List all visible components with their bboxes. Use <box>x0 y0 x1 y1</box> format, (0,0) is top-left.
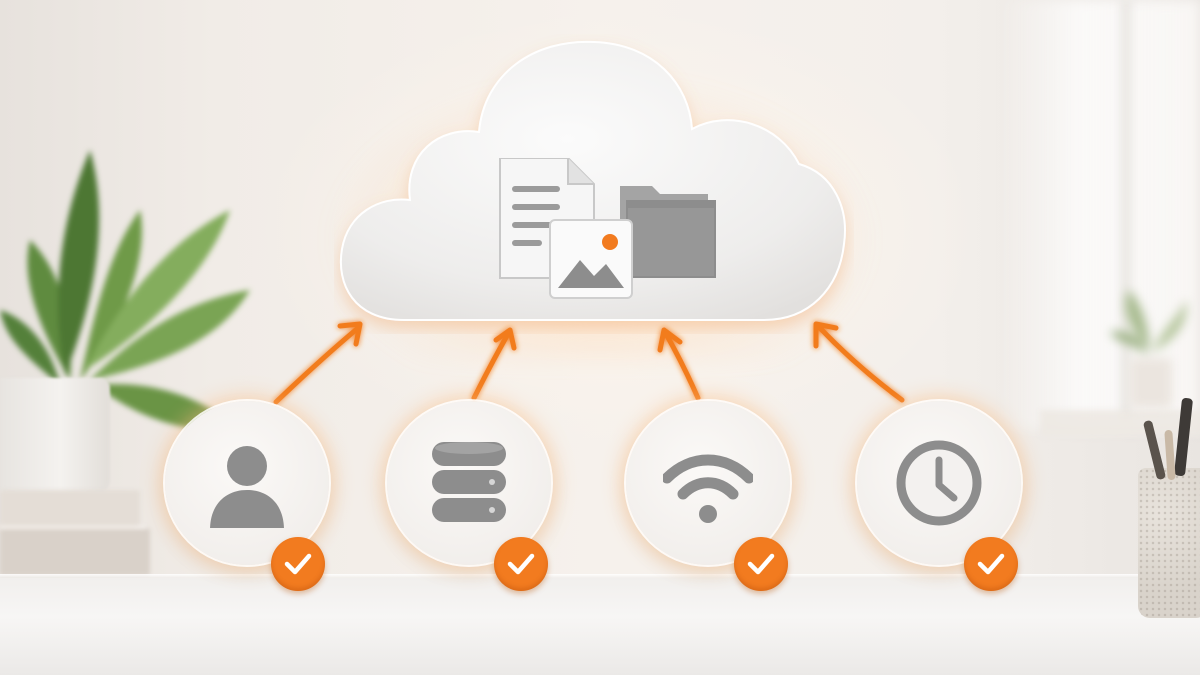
check-icon <box>977 553 1005 575</box>
background-books <box>0 490 150 576</box>
check-icon <box>747 553 775 575</box>
check-icon <box>507 553 535 575</box>
background-shelf <box>1040 410 1200 436</box>
wifi-icon <box>663 454 753 523</box>
plant-pot <box>0 378 110 494</box>
table-edge <box>0 574 1200 580</box>
check-icon <box>284 553 312 575</box>
check-badge-database <box>494 537 548 591</box>
cloud-storage-icon <box>340 40 846 321</box>
database-icon <box>432 442 506 522</box>
clock-icon <box>896 440 982 526</box>
background-plant <box>0 150 250 431</box>
user-icon <box>210 446 284 528</box>
check-badge-user <box>271 537 325 591</box>
pen-cup <box>1138 468 1200 618</box>
folder-icon <box>620 186 716 278</box>
table-surface <box>0 578 1200 675</box>
check-badge-wifi <box>734 537 788 591</box>
check-badge-clock <box>964 537 1018 591</box>
stored-files-group <box>499 158 716 299</box>
image-icon <box>549 219 633 299</box>
background-small-plant <box>1110 290 1187 408</box>
